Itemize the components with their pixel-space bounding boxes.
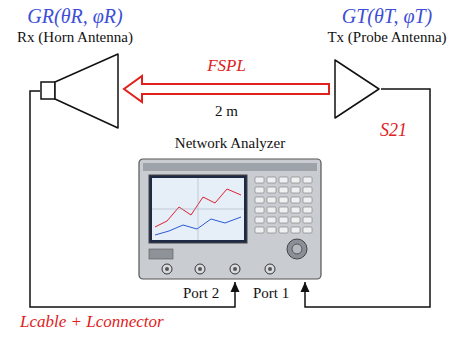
distance-label: 2 m bbox=[213, 102, 240, 120]
port-label: Port 2 bbox=[181, 284, 221, 302]
network-analyzer-node: Network Analyzer bbox=[135, 134, 325, 282]
antenna-name: Rx (Horn Antenna) bbox=[17, 28, 133, 46]
probe-antenna-node: GT(θT, φT)Tx (Probe Antenna) bbox=[318, 4, 456, 122]
network-analyzer-image bbox=[137, 157, 323, 281]
edge-label: Lcable + Lconnector bbox=[18, 312, 166, 332]
horn-antenna-symbol bbox=[40, 52, 120, 130]
probe-antenna-symbol bbox=[333, 58, 381, 120]
horn-antenna-node: GR(θR, φR)Rx (Horn Antenna) bbox=[2, 4, 148, 130]
gain-label: GT(θT, φT) bbox=[342, 4, 433, 28]
instrument-name: Network Analyzer bbox=[175, 134, 285, 152]
connector bbox=[124, 76, 329, 102]
gain-label: GR(θR, φR) bbox=[27, 4, 122, 28]
antenna-name: Tx (Probe Antenna) bbox=[327, 28, 446, 46]
edge-label: FSPL bbox=[205, 56, 248, 76]
port-label: Port 1 bbox=[251, 284, 291, 302]
s-parameter-label: S21 bbox=[378, 120, 409, 142]
